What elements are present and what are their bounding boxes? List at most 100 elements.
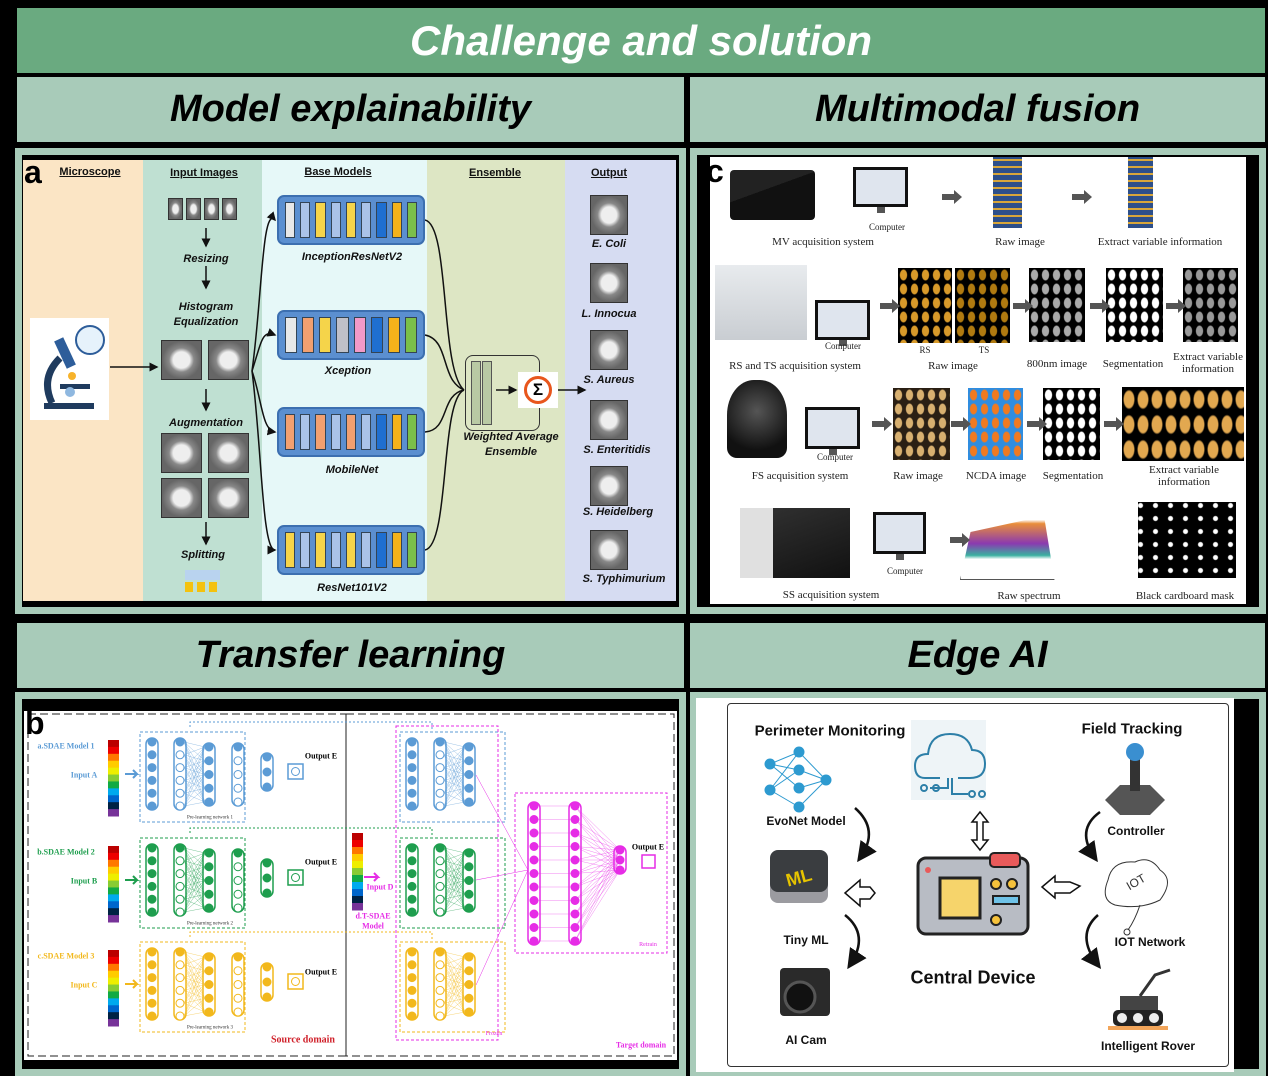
connection (183, 873, 206, 881)
connection (443, 880, 466, 913)
connection (183, 801, 206, 807)
connection (443, 801, 466, 807)
neuron (407, 788, 417, 798)
connection (183, 741, 206, 789)
connection (443, 984, 466, 1004)
spectrum-bar-segment (108, 795, 119, 803)
connection (443, 847, 466, 909)
connection (183, 741, 206, 761)
connection (183, 767, 206, 789)
neuron (407, 1011, 417, 1021)
spectrum-bar-segment (108, 887, 119, 895)
spectrum-bar-segment (352, 903, 363, 911)
neuron (147, 788, 157, 798)
connection (183, 964, 206, 999)
connection (574, 832, 621, 851)
connection (443, 984, 466, 991)
bidirectional-arrow-right (1040, 874, 1082, 900)
panel-c-arrows (872, 190, 1186, 547)
spectrum-bar-segment (108, 1005, 119, 1013)
connection (443, 970, 466, 1017)
spectrum-bar-segment (108, 901, 119, 909)
connection (443, 741, 466, 775)
connection (443, 774, 466, 807)
label-segmentation: Segmentation (1102, 358, 1164, 370)
neuron (529, 855, 539, 865)
connection (443, 998, 466, 1017)
output-node (287, 763, 304, 780)
pre-learning-network-box (399, 731, 506, 823)
800nm-image (1029, 268, 1085, 342)
neuron (570, 882, 580, 892)
label-fs-system: FS acquisition system (751, 470, 849, 482)
spectrum-bar-segment (108, 774, 119, 782)
spectrum-bar-segment (108, 970, 119, 979)
label-extract: information (1182, 363, 1234, 375)
label-raw-spectrum: Raw spectrum (997, 590, 1061, 602)
rs-raw-image (898, 268, 952, 343)
connection (443, 760, 466, 807)
neuron (407, 763, 417, 773)
input-d-label: Input D (366, 882, 394, 892)
connection (574, 859, 621, 915)
connection (574, 849, 621, 874)
connection (443, 1003, 466, 1013)
connection (443, 860, 466, 909)
input-d-arrow-icon (364, 872, 381, 882)
connection (183, 970, 206, 1004)
neuron (233, 889, 243, 899)
black-cardboard-mask (1138, 502, 1236, 578)
connection (574, 869, 621, 888)
retrain-box (514, 792, 668, 954)
computer-monitor (805, 407, 860, 449)
panel-label-b: b (25, 705, 45, 741)
target-domain-frame (345, 713, 675, 1057)
frozen-label: Frozen (485, 1031, 503, 1037)
neuron (233, 783, 243, 793)
neuron (233, 876, 243, 885)
neuron (147, 960, 157, 970)
connection (574, 849, 621, 942)
iot-cloud-icon (1104, 859, 1168, 936)
connection (183, 970, 206, 1017)
spectrum-bar-segment (108, 746, 119, 755)
input-arrow-icon (125, 979, 140, 989)
connection (183, 951, 206, 958)
monitor-stand (876, 207, 885, 213)
connection (443, 951, 466, 1013)
connection (183, 956, 206, 1017)
connection (443, 956, 466, 978)
neuron (147, 750, 157, 760)
output-neuron (291, 977, 300, 986)
cloud-icon (911, 720, 987, 800)
connection (183, 860, 206, 895)
spectrum-bar-segment (108, 950, 119, 958)
neuron (233, 993, 243, 1003)
connection (574, 869, 621, 928)
target-domain-label: Target domain (615, 1040, 667, 1050)
neuron (233, 797, 243, 807)
connection (183, 1003, 206, 1013)
connection (183, 894, 206, 913)
fs-system-image (727, 380, 787, 458)
connection (183, 754, 206, 803)
spectrum-bar-segment (108, 963, 119, 972)
connection (183, 847, 206, 881)
neuron (529, 828, 539, 838)
connection (574, 805, 621, 851)
connection (574, 846, 621, 851)
spectrum-bar-segment (352, 854, 363, 862)
connection (574, 819, 621, 871)
label-computer: Computer (817, 452, 853, 462)
connection (183, 852, 206, 913)
connection (443, 964, 466, 985)
connection (443, 866, 466, 900)
output-e-label: Output E (304, 857, 338, 867)
connection (183, 847, 206, 867)
connection (443, 866, 466, 887)
label-raw-image: Raw image (995, 236, 1045, 248)
connection (183, 951, 206, 1013)
neuron (407, 881, 417, 891)
output-node (287, 973, 304, 990)
label-computer: Computer (869, 222, 905, 232)
